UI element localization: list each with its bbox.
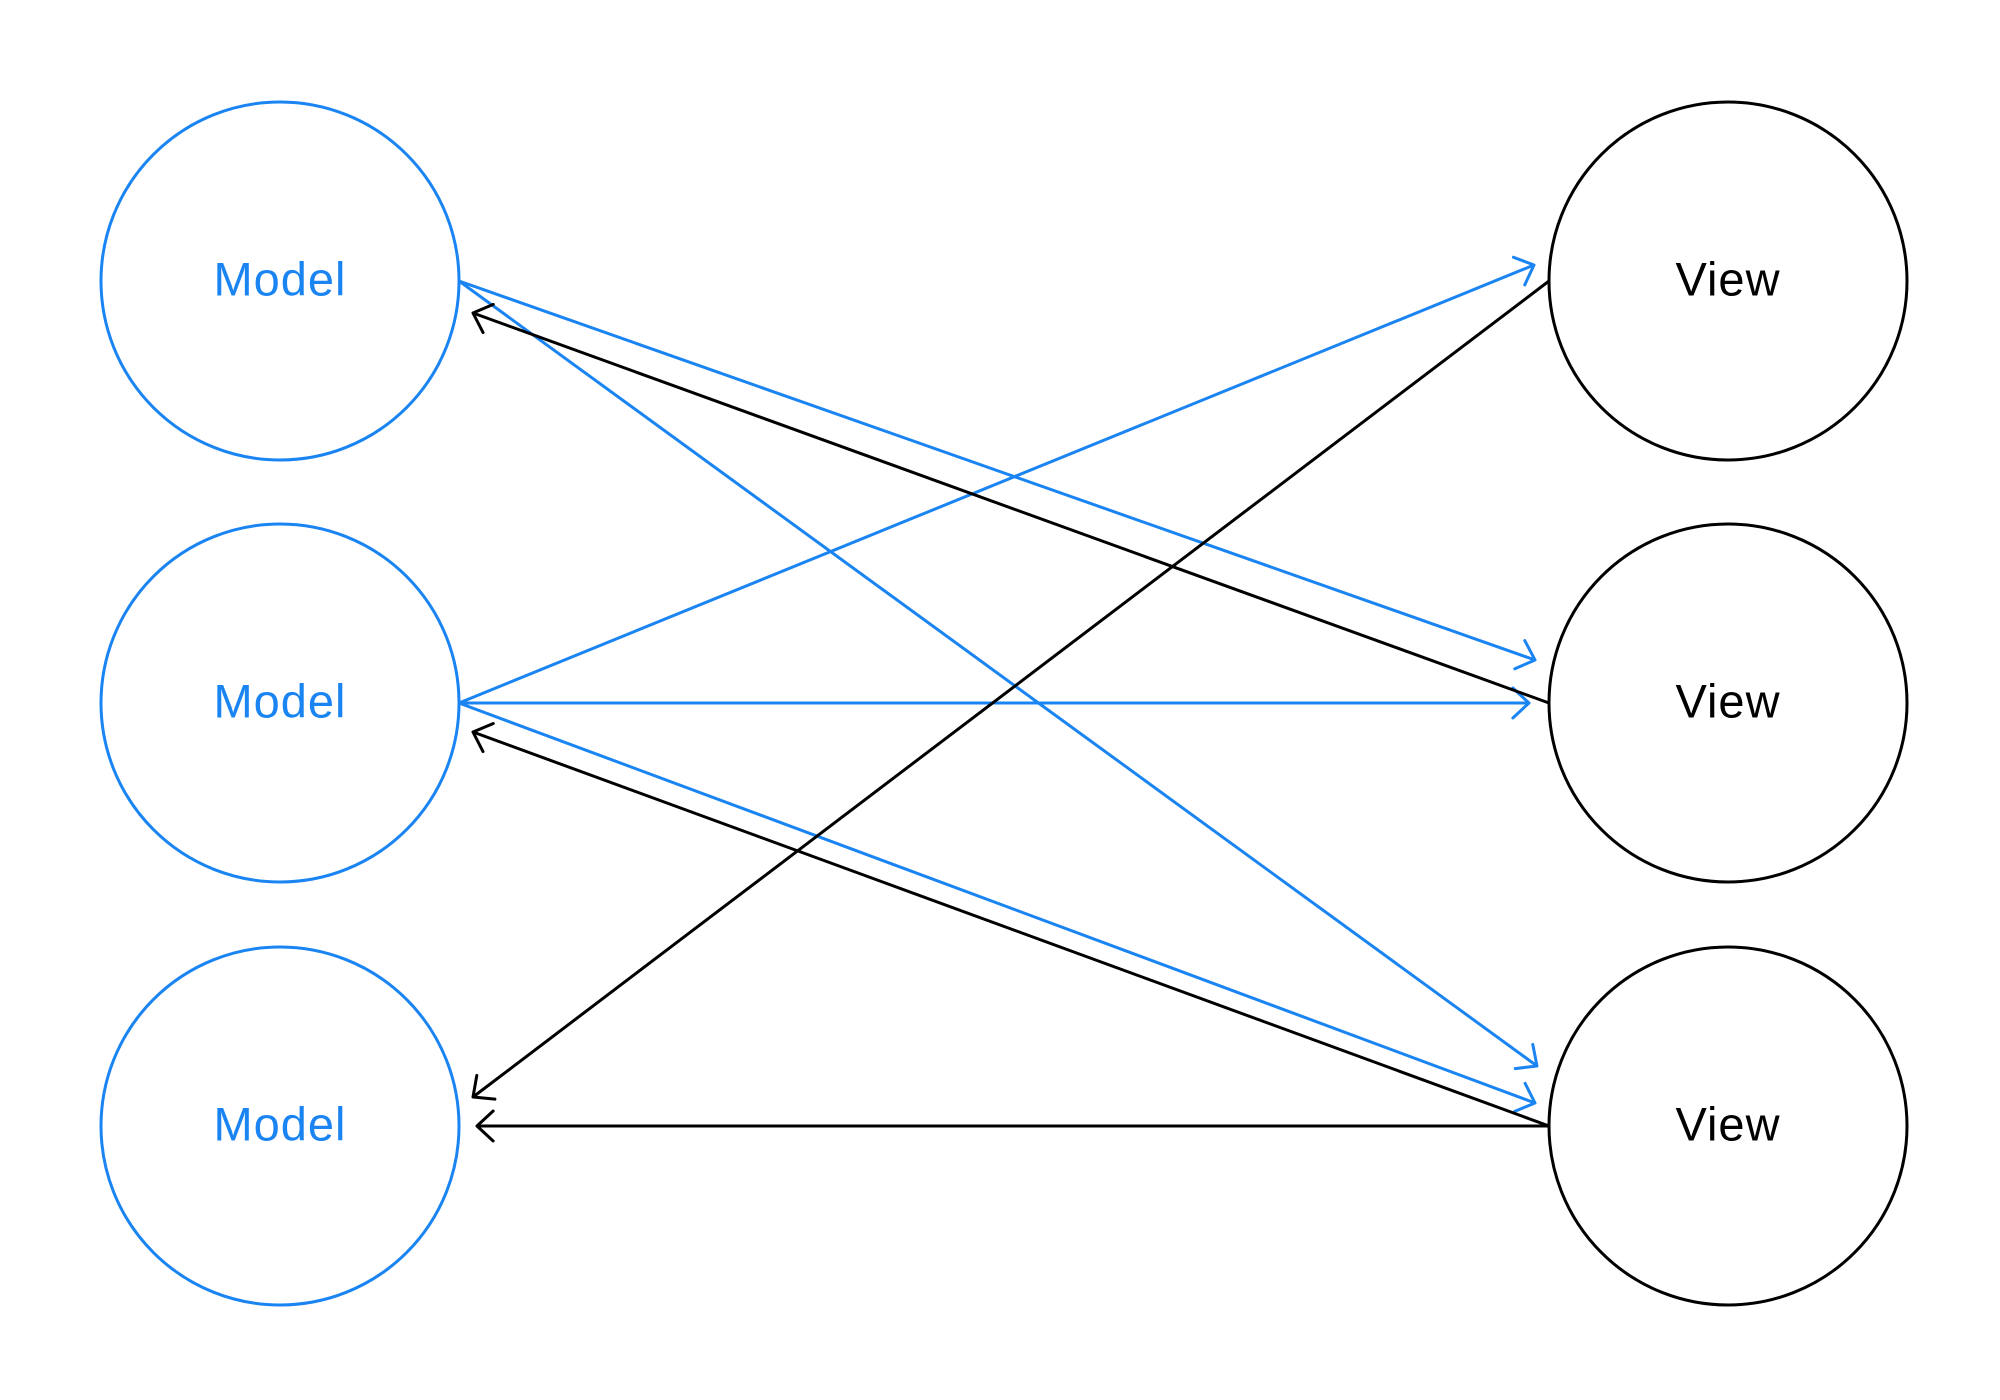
edge-line: [458, 263, 1535, 705]
model-circle: [99, 522, 461, 884]
edge-line: [458, 701, 1536, 1105]
arrowhead-icon: [1511, 255, 1536, 287]
model-label: Model: [213, 674, 346, 727]
view-label: View: [1675, 1097, 1780, 1150]
view-label: View: [1675, 674, 1780, 727]
model-circle: [99, 100, 461, 462]
edge-m1-to-v2: [458, 279, 1537, 671]
arrowhead-icon: [475, 1109, 495, 1143]
model-node-2[interactable]: Model: [99, 522, 461, 884]
view-node-1[interactable]: View: [1547, 100, 1909, 462]
edge-m2-to-v1: [458, 255, 1536, 705]
edge-line: [458, 279, 1536, 662]
model-circle: [99, 945, 461, 1307]
arrowhead-icon: [471, 302, 495, 335]
view-circle: [1547, 100, 1909, 462]
view-circle: [1547, 522, 1909, 884]
edge-m2-to-v3: [458, 701, 1537, 1113]
edge-line: [458, 279, 1538, 1068]
edge-line: [472, 311, 1550, 705]
arrowhead-icon: [471, 1073, 497, 1101]
edge-v1-to-m3: [471, 279, 1550, 1101]
view-node-2[interactable]: View: [1547, 522, 1909, 884]
model-label: Model: [213, 252, 346, 305]
edge-v3-to-m2: [471, 721, 1550, 1128]
arrowhead-icon: [1513, 1081, 1537, 1113]
edges-layer: [458, 255, 1550, 1143]
edge-v2-to-m1: [471, 302, 1550, 705]
edge-v3-to-m3: [475, 1109, 1549, 1143]
view-circle: [1547, 945, 1909, 1307]
arrowhead-icon: [1513, 639, 1537, 671]
view-node-3[interactable]: View: [1547, 945, 1909, 1307]
arrowhead-icon: [471, 721, 495, 754]
edge-line: [472, 730, 1550, 1128]
model-label: Model: [213, 1097, 346, 1150]
view-label: View: [1675, 252, 1780, 305]
edge-m1-to-v3: [458, 279, 1539, 1071]
model-node-3[interactable]: Model: [99, 945, 461, 1307]
arrowhead-icon: [1513, 1042, 1539, 1071]
model-node-1[interactable]: Model: [99, 100, 461, 462]
edge-line: [472, 279, 1550, 1099]
